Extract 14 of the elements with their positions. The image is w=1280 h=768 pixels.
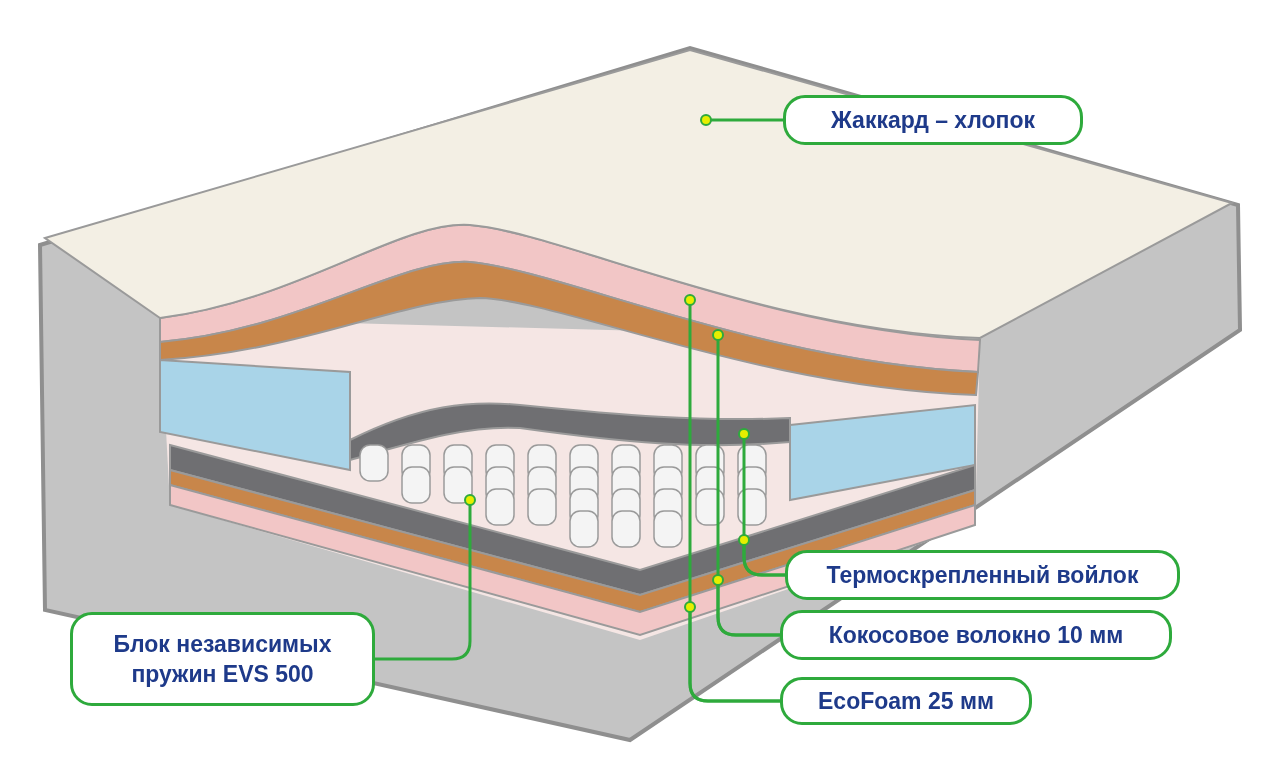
foam-block [789,403,976,502]
callout-label: EcoFoam 25 мм [780,677,1032,725]
callout-label: Кокосовое волокно 10 мм [780,610,1172,660]
foam-block [159,358,351,472]
leader-line [684,601,780,703]
leader-line [375,494,476,661]
felt-layer [349,402,791,461]
callout-label: Термоскрепленный войлок [785,550,1180,600]
leader-line [700,114,783,126]
callout-label: Блок независимых пружин EVS 500 [70,612,375,706]
leader-line [712,574,780,637]
coconut-fiber-layer [159,261,979,396]
leader-line [738,534,785,577]
mattress-cover [44,49,1233,339]
